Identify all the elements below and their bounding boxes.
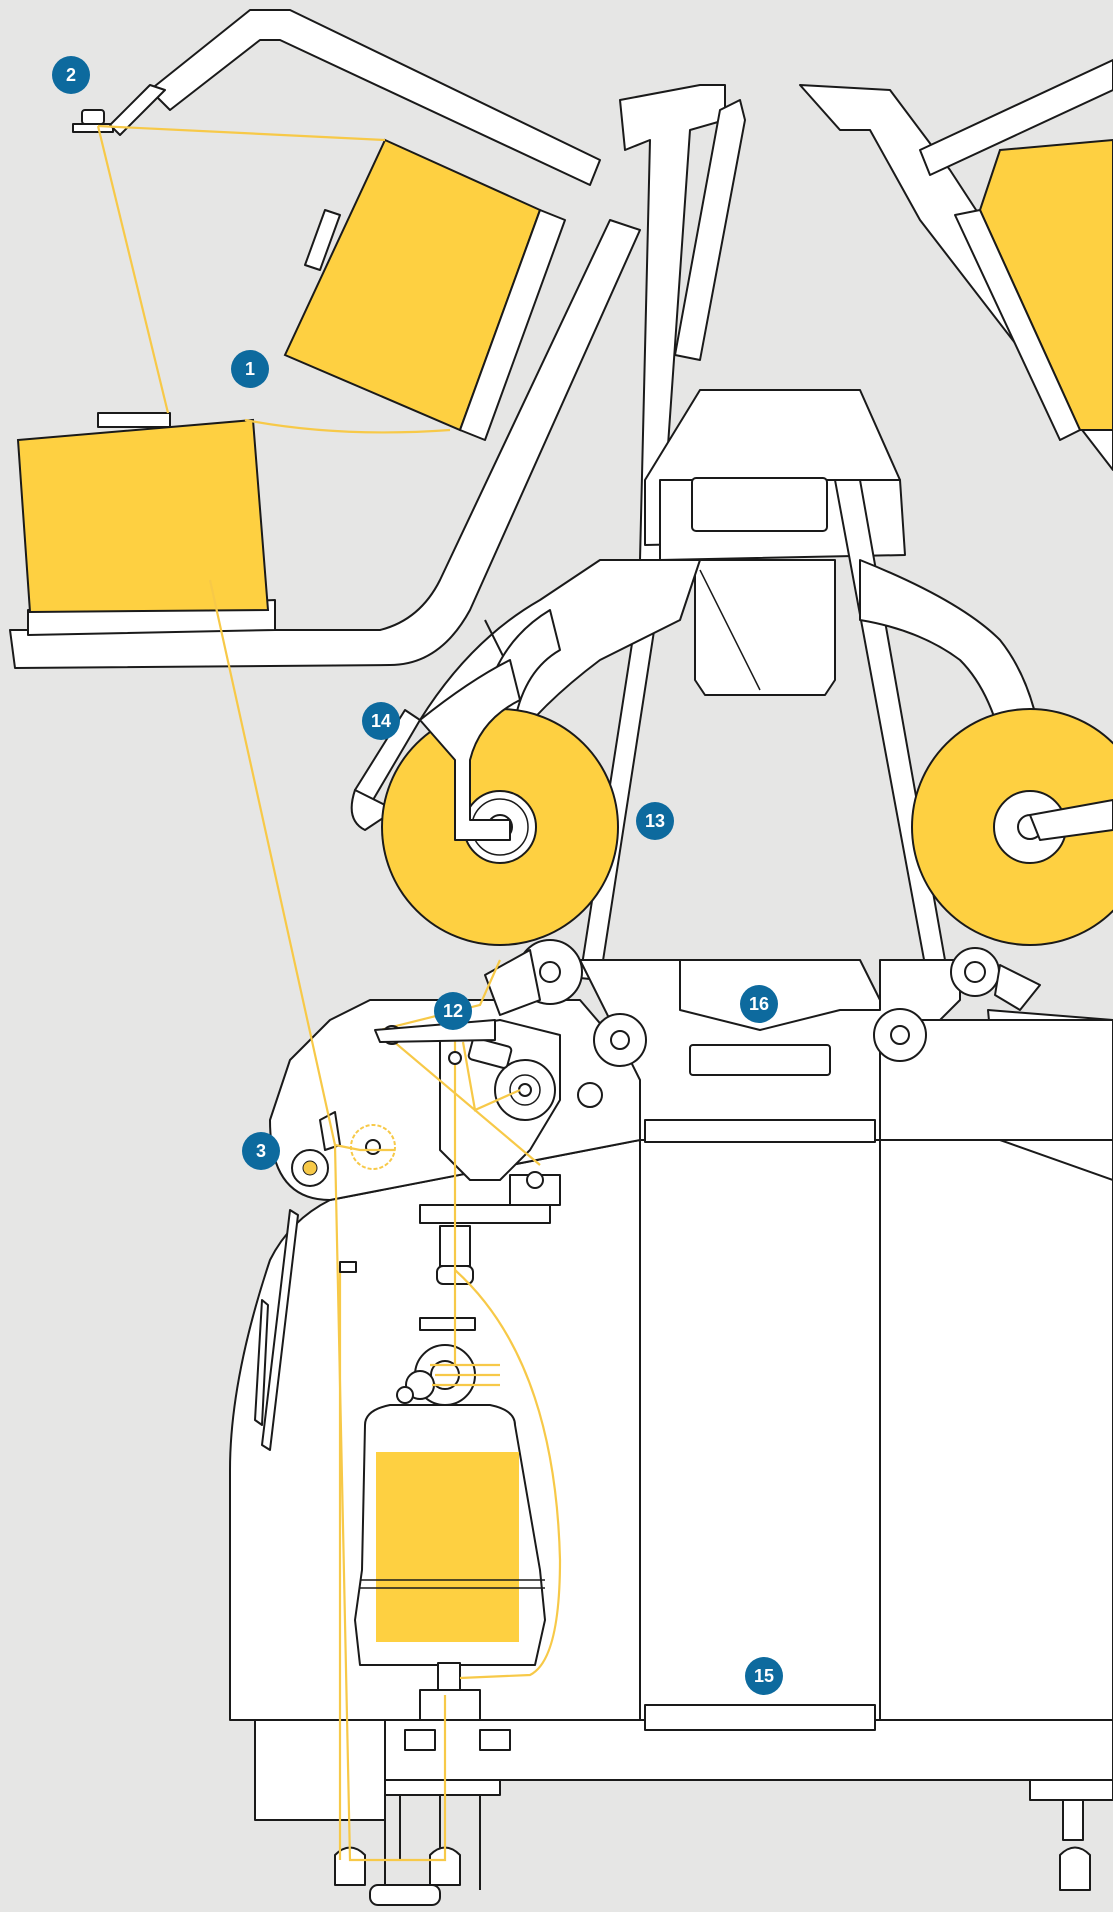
feed-rollers <box>484 939 1041 1067</box>
badge-12: 12 <box>434 992 472 1030</box>
badge-3-label: 3 <box>256 1141 266 1161</box>
badge-3: 3 <box>242 1132 280 1170</box>
badge-12-label: 12 <box>443 1001 463 1021</box>
machine-base <box>254 1704 1113 1906</box>
yarn-posts <box>339 1019 544 1273</box>
badge-16-label: 16 <box>749 994 769 1014</box>
badge-2: 2 <box>52 56 90 94</box>
badge-16: 16 <box>740 985 778 1023</box>
badge-14-label: 14 <box>371 711 391 731</box>
badge-15: 15 <box>745 1657 783 1695</box>
creel-packages <box>16 138 1113 614</box>
badge-15-label: 15 <box>754 1666 774 1686</box>
yarn-guide <box>72 84 166 136</box>
badge-1: 1 <box>231 350 269 388</box>
side-door <box>254 1209 299 1451</box>
badge-13-label: 13 <box>645 811 665 831</box>
badge-14: 14 <box>362 702 400 740</box>
badge-13: 13 <box>636 802 674 840</box>
badge-1-label: 1 <box>245 359 255 379</box>
twisting-unit <box>291 1019 603 1224</box>
twisting-bobbins <box>381 659 1113 946</box>
badge-2-label: 2 <box>66 65 76 85</box>
yarn-paths <box>96 124 562 1862</box>
